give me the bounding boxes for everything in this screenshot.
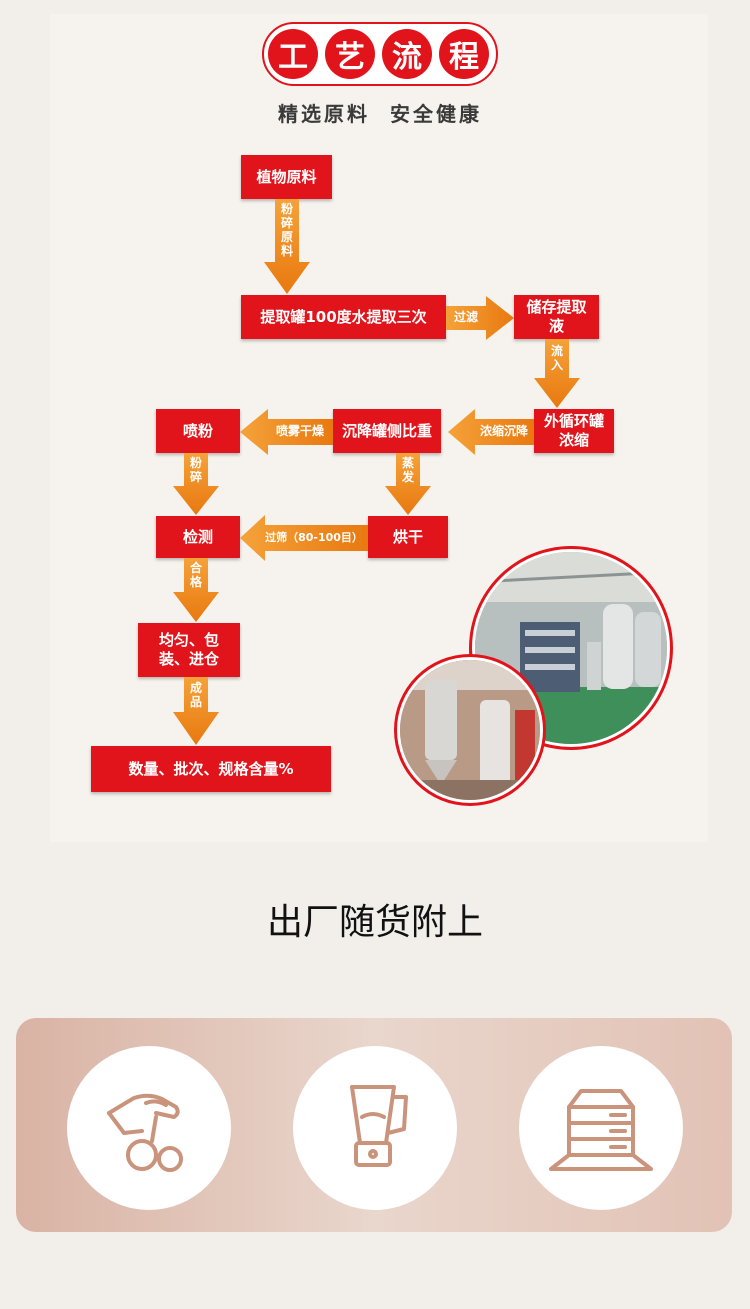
arrow-left bbox=[240, 515, 368, 561]
node-extraction-tank: 提取罐100度水提取三次 bbox=[241, 295, 446, 339]
server-icon bbox=[549, 1089, 653, 1171]
step-label-concentrate-settle: 浓缩沉降 bbox=[479, 424, 528, 439]
node-circulation: 外循环罐浓缩 bbox=[534, 409, 614, 453]
flow-arrows bbox=[173, 199, 580, 745]
arrow-left bbox=[448, 409, 534, 455]
step-label-spray-dry: 喷雾干燥 bbox=[275, 424, 324, 439]
arrow-down bbox=[173, 453, 219, 515]
arrow-down bbox=[173, 677, 219, 745]
step-label-qualified: 合格 bbox=[189, 561, 202, 589]
arrow-down bbox=[173, 558, 219, 622]
node-packing: 均匀、包装、进仓 bbox=[138, 623, 240, 677]
step-label-crush-raw: 粉碎原料 bbox=[280, 202, 293, 258]
icon-circle bbox=[67, 1046, 231, 1210]
title-char: 工 bbox=[268, 29, 318, 79]
icon-circle bbox=[519, 1046, 683, 1210]
step-label-inflow: 流入 bbox=[550, 344, 563, 372]
arrow-left bbox=[240, 409, 333, 455]
step-label-product: 成品 bbox=[189, 681, 202, 709]
hand-coin-icon bbox=[107, 1093, 183, 1172]
section-title: 出厂随货附上 bbox=[266, 902, 483, 943]
node-settling: 沉降罐侧比重 bbox=[333, 409, 441, 453]
node-testing: 检测 bbox=[156, 516, 240, 558]
step-label-crush: 粉碎 bbox=[189, 456, 202, 484]
title-char: 程 bbox=[439, 29, 489, 79]
arrow-down bbox=[534, 339, 580, 408]
arrow-down bbox=[264, 199, 310, 294]
node-finished: 数量、批次、规格含量% bbox=[91, 746, 331, 792]
icon-circle bbox=[293, 1046, 457, 1210]
node-storage: 储存提取液 bbox=[514, 295, 599, 339]
node-drying: 烘干 bbox=[368, 516, 448, 558]
node-raw-material: 植物原料 bbox=[241, 155, 332, 199]
step-label-evaporate: 蒸发 bbox=[401, 456, 414, 484]
title-char: 艺 bbox=[325, 29, 375, 79]
title-char: 流 bbox=[382, 29, 432, 79]
title-badge: 工 艺 流 程 bbox=[262, 22, 498, 86]
node-spray: 喷粉 bbox=[156, 409, 240, 453]
blender-icon bbox=[350, 1085, 408, 1167]
arrow-right bbox=[446, 296, 514, 340]
arrow-down bbox=[385, 453, 431, 515]
subtitle: 精选原料 安全健康 bbox=[278, 102, 482, 126]
step-label-filter: 过滤 bbox=[453, 310, 478, 325]
step-label-sieve: 过筛（80-100目） bbox=[265, 530, 363, 544]
